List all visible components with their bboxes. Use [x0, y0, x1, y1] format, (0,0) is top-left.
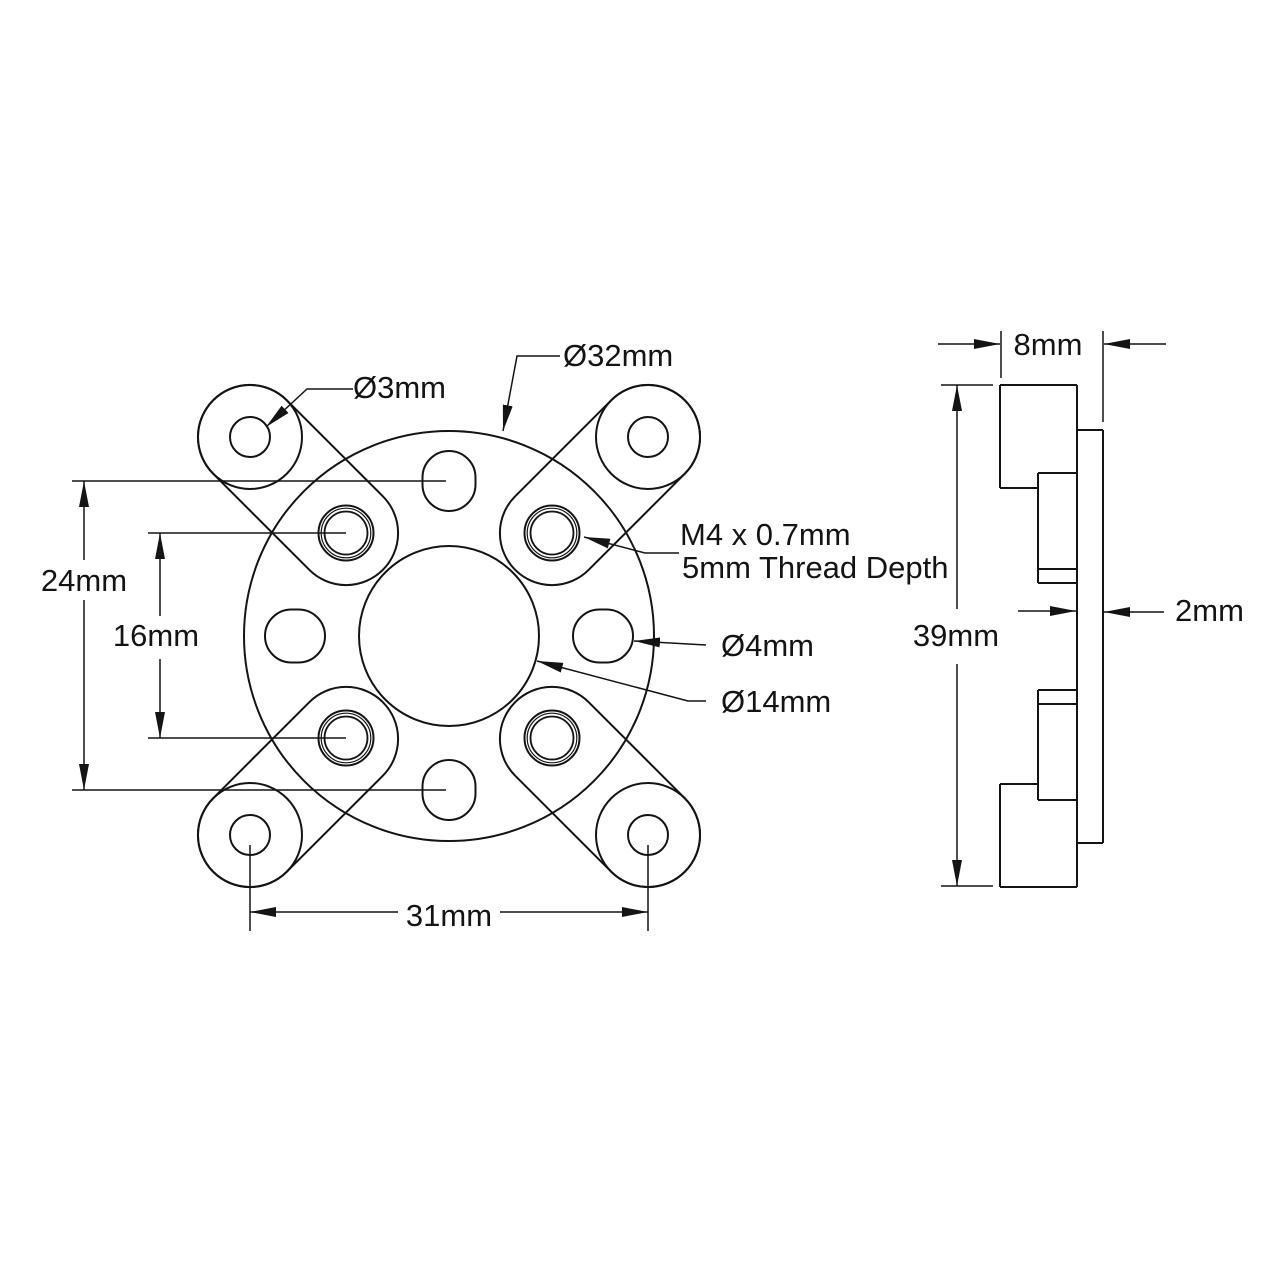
mount-arms — [196, 383, 702, 889]
callout-label-14mm: Ø14mm — [721, 684, 831, 719]
callout-label-4mm: Ø4mm — [721, 628, 814, 663]
dimension-24mm: 24mm — [41, 480, 446, 791]
callout-label-m4-line2: 5mm Thread Depth — [682, 550, 949, 585]
dimension-39mm: 39mm — [913, 384, 999, 887]
callout-label-32mm: Ø32mm — [563, 338, 673, 373]
front-view — [196, 383, 702, 889]
dim-label-24mm: 24mm — [41, 563, 127, 598]
callout-m4: M4 x 0.7mm 5mm Thread Depth — [583, 517, 949, 585]
dimension-2mm: 2mm — [1018, 593, 1244, 628]
dimension-16mm: 16mm — [113, 532, 346, 739]
hole-3mm — [627, 416, 669, 458]
dim-label-39mm: 39mm — [913, 618, 999, 653]
callout-14mm: Ø14mm — [536, 660, 831, 719]
arm-end-circle — [595, 384, 701, 490]
side-view — [999, 384, 1104, 888]
dim-label-16mm: 16mm — [113, 618, 199, 653]
callout-32mm: Ø32mm — [502, 338, 673, 432]
callouts: Ø3mm Ø32mm M4 x 0.7mm 5mm Thread Depth Ø… — [265, 338, 949, 719]
dimension-31mm: 31mm — [249, 845, 649, 933]
side-profile — [999, 384, 1104, 888]
callout-3mm: Ø3mm — [265, 370, 446, 428]
dim-label-2mm: 2mm — [1175, 593, 1244, 628]
callout-label-m4-line1: M4 x 0.7mm — [680, 517, 851, 552]
m4-hole — [523, 504, 581, 562]
flange-circle-32mm — [243, 430, 655, 842]
dim-label-31mm: 31mm — [406, 898, 492, 933]
dim-label-8mm: 8mm — [1014, 327, 1083, 362]
callout-4mm: Ø4mm — [633, 628, 814, 663]
slot-left — [264, 608, 326, 664]
slot-right — [572, 608, 634, 664]
m4-hole — [523, 709, 581, 767]
callout-label-3mm: Ø3mm — [353, 370, 446, 405]
slots-4mm — [264, 450, 634, 821]
dimension-8mm: 8mm — [938, 327, 1166, 422]
hole-3mm — [229, 416, 271, 458]
dimensions: 24mm 16mm 31mm 8mm 39mm — [41, 327, 1244, 933]
center-bore-14mm — [358, 545, 540, 727]
arm-end-circle — [197, 384, 303, 490]
